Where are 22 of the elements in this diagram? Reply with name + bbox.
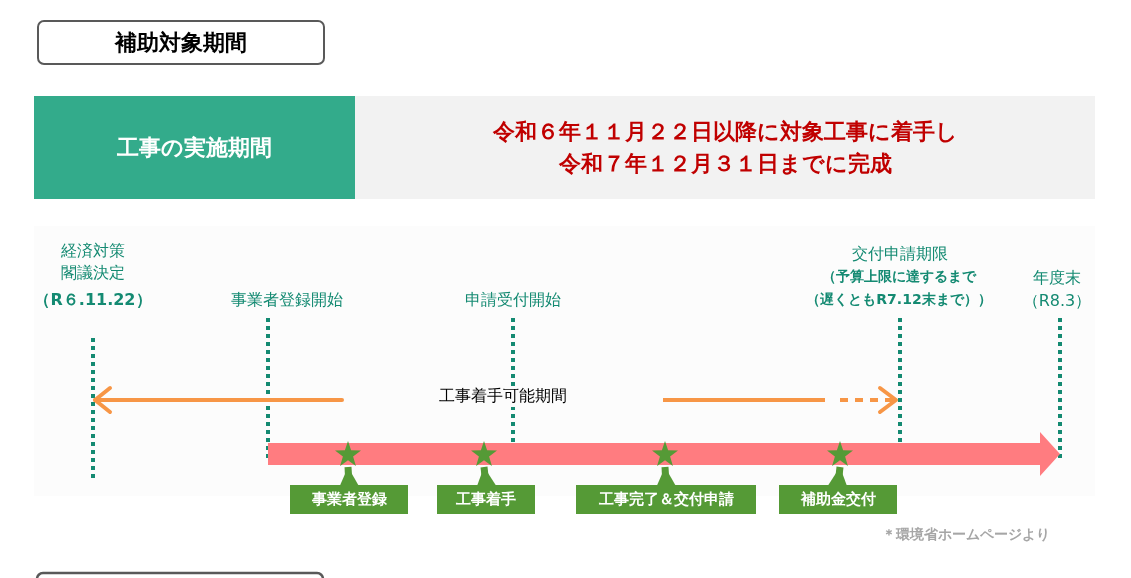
timeline-arrow bbox=[268, 432, 1060, 476]
milestone-label: 事業者登録 bbox=[290, 485, 408, 514]
star-marker bbox=[335, 441, 361, 466]
star-marker bbox=[827, 441, 853, 466]
star-marker bbox=[652, 441, 678, 466]
note-text: （予算上限に達するまで bbox=[822, 268, 976, 286]
milestone-caption: 経済対策閣議決定 bbox=[60, 240, 126, 284]
note-text: （遅くともR7.12末まで）） bbox=[806, 291, 992, 309]
milestone-caption: 事業者登録開始 bbox=[231, 290, 343, 311]
source-note: ＊環境省ホームページより bbox=[882, 526, 1050, 544]
period-cell: 令和６年１１月２２日以降に対象工事に着手し令和７年１２月３１日までに完成 bbox=[355, 96, 1095, 199]
milestone-caption: 年度末 bbox=[1033, 268, 1081, 289]
date-label: （R６.11.22） bbox=[34, 290, 152, 311]
title-box: 補助対象期間 bbox=[37, 20, 325, 65]
milestone-label: 補助金交付 bbox=[779, 485, 897, 514]
star-marker bbox=[471, 441, 497, 466]
milestone-label: 工事完了＆交付申請 bbox=[576, 485, 756, 514]
milestone-caption: 申請受付開始 bbox=[465, 290, 561, 311]
milestone-caption: 交付申請期限 bbox=[852, 244, 948, 265]
header-cell: 工事の実施期間 bbox=[34, 96, 355, 199]
milestone-label: 工事着手 bbox=[437, 485, 535, 514]
date-label: （R8.3） bbox=[1022, 291, 1092, 312]
